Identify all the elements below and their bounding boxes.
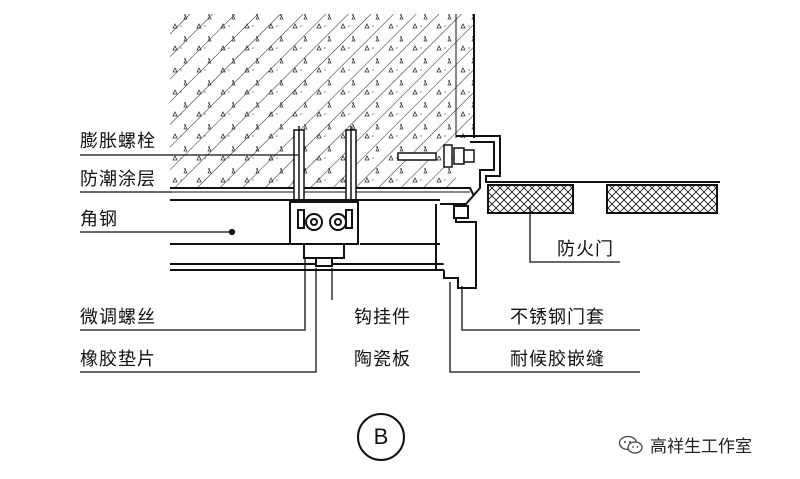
label-hook-hanger: 钩挂件 <box>354 307 411 328</box>
section-mark: B <box>357 413 405 461</box>
label-fire-door: 防火门 <box>557 239 614 260</box>
concrete-wall <box>170 14 475 193</box>
angle-steel <box>170 199 445 271</box>
watermark: 高祥生工作室 <box>618 432 752 457</box>
door-frame-profile <box>450 135 720 205</box>
wechat-icon <box>618 435 643 454</box>
label-expansion-bolt: 膨胀螺栓 <box>80 131 156 152</box>
label-ceramic-panel: 陶瓷板 <box>354 349 411 370</box>
label-rubber-pad: 橡胶垫片 <box>80 349 156 370</box>
watermark-text: 高祥生工作室 <box>650 437 752 457</box>
label-moisture-coating: 防潮涂层 <box>80 169 156 190</box>
leader-lines <box>80 154 640 373</box>
stainless-door-frame <box>435 203 477 289</box>
expansion-bolts <box>293 126 475 206</box>
label-fine-adjust-screw: 微调螺丝 <box>80 307 156 328</box>
label-stainless-door-frame: 不锈钢门套 <box>510 307 605 328</box>
label-weather-sealant: 耐候胶嵌缝 <box>510 349 605 370</box>
label-angle-steel: 角钢 <box>80 209 118 230</box>
fire-door-panel <box>487 184 718 214</box>
hook-hanger-assembly <box>289 201 359 267</box>
